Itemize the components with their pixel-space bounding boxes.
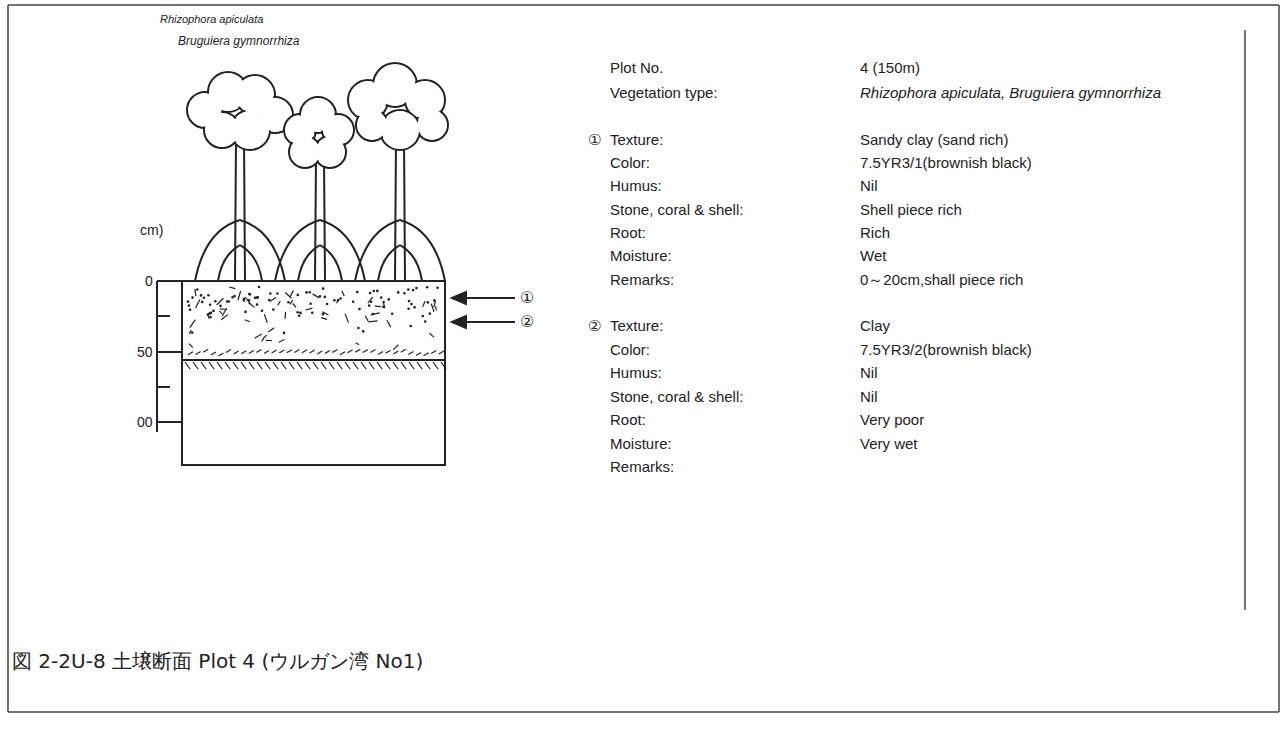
property-text: Root: — [610, 224, 646, 241]
property-text: Stone, coral & shell: — [610, 388, 743, 405]
property-text: Humus: — [610, 364, 662, 381]
property-text: Texture: — [610, 317, 663, 334]
property-text: Remarks: — [610, 458, 674, 475]
property-text: Clay — [860, 317, 890, 334]
property-text: Stone, coral & shell: — [610, 201, 743, 218]
property-text: Very wet — [860, 435, 918, 452]
property-text: Nil — [860, 364, 878, 381]
property-text: 4 (150m) — [860, 59, 920, 76]
diagram-label: Bruguiera gymnorrhiza — [178, 35, 299, 49]
property-text: Rhizophora apiculata, Bruguiera gymnorrh… — [860, 84, 1161, 101]
property-text: Rich — [860, 224, 890, 241]
property-text: ① — [588, 131, 601, 148]
diagram-label: cm) — [140, 222, 163, 238]
diagram-label: 50 — [137, 344, 153, 360]
diagram-label: 00 — [137, 414, 153, 430]
property-text: Texture: — [610, 131, 663, 148]
property-text: Root: — [610, 411, 646, 428]
diagram-label: ② — [520, 313, 534, 331]
property-text: Plot No. — [610, 59, 663, 76]
diagram-label: Rhizophora apiculata — [160, 13, 263, 26]
property-text: 7.5YR3/2(brownish black) — [860, 341, 1032, 358]
figure-caption: 図 2-2U-8 土壌断面 Plot 4 (ウルガン湾 No1) — [12, 648, 423, 675]
property-text: Nil — [860, 177, 878, 194]
property-text: Very poor — [860, 411, 924, 428]
property-text: Color: — [610, 341, 650, 358]
property-text: Color: — [610, 154, 650, 171]
property-text: 0～20cm,shall piece rich — [860, 271, 1023, 288]
property-text: Moisture: — [610, 247, 672, 264]
property-text: Sandy clay (sand rich) — [860, 131, 1008, 148]
property-text: Vegetation type: — [610, 84, 718, 101]
diagram-label: 0 — [145, 273, 153, 289]
property-text: Humus: — [610, 177, 662, 194]
property-text: Nil — [860, 388, 878, 405]
property-text: ② — [588, 317, 601, 334]
property-text: Remarks: — [610, 271, 674, 288]
property-text: Wet — [860, 247, 886, 264]
property-text: Moisture: — [610, 435, 672, 452]
property-text: 7.5YR3/1(brownish black) — [860, 154, 1032, 171]
property-text: Shell piece rich — [860, 201, 962, 218]
diagram-label: ① — [520, 289, 534, 307]
